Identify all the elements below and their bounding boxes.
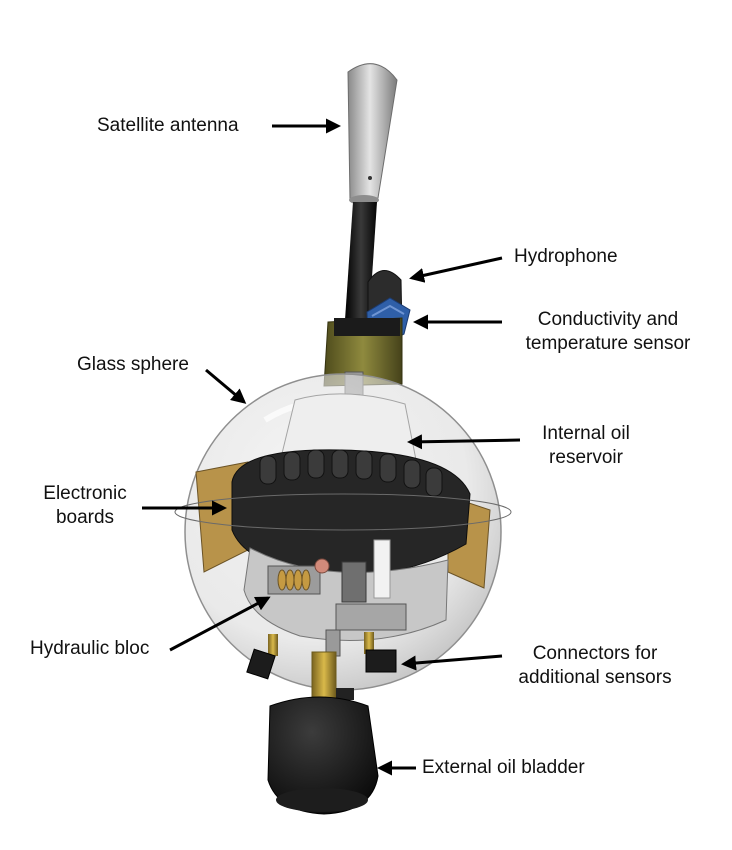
label-hydraulic-bloc: Hydraulic bloc (30, 638, 150, 659)
hydraulic-bloc-part (243, 539, 449, 641)
label-ct-sensor: Conductivity and temperature sensor (508, 308, 708, 356)
arrow-internal-oil (407, 434, 521, 450)
arrow-connectors (401, 654, 503, 671)
label-glass-sphere: Glass sphere (77, 354, 189, 375)
label-external-bladder: External oil bladder (422, 757, 585, 778)
label-internal-oil: Internal oil reservoir (526, 422, 646, 470)
label-internal-oil-line2: reservoir (549, 447, 623, 468)
label-electronic-line2: boards (55, 507, 115, 528)
arrow-hydraulic-bloc (169, 596, 271, 652)
label-hydrophone: Hydrophone (514, 246, 618, 267)
external-bladder-part (267, 651, 379, 815)
pointer-arrows (142, 118, 521, 776)
arrow-glass-sphere (205, 368, 247, 404)
label-ct-sensor-line1: Conductivity and (537, 309, 679, 330)
label-connectors-line2: additional sensors (518, 667, 672, 688)
label-internal-oil-line1: Internal oil (542, 423, 630, 444)
label-ct-sensor-line2: temperature sensor (525, 333, 691, 354)
antenna-part (347, 63, 398, 205)
label-connectors: Connectors for additional sensors (500, 642, 690, 690)
label-electronic-line1: Electronic (43, 483, 127, 504)
battery-ring-part (174, 449, 512, 576)
label-connectors-line1: Connectors for (532, 643, 658, 664)
label-satellite-antenna: Satellite antenna (97, 115, 239, 136)
label-electronic-boards: Electronic boards (30, 482, 140, 530)
arrow-hydrophone (409, 256, 503, 283)
connectors-part (246, 629, 397, 680)
